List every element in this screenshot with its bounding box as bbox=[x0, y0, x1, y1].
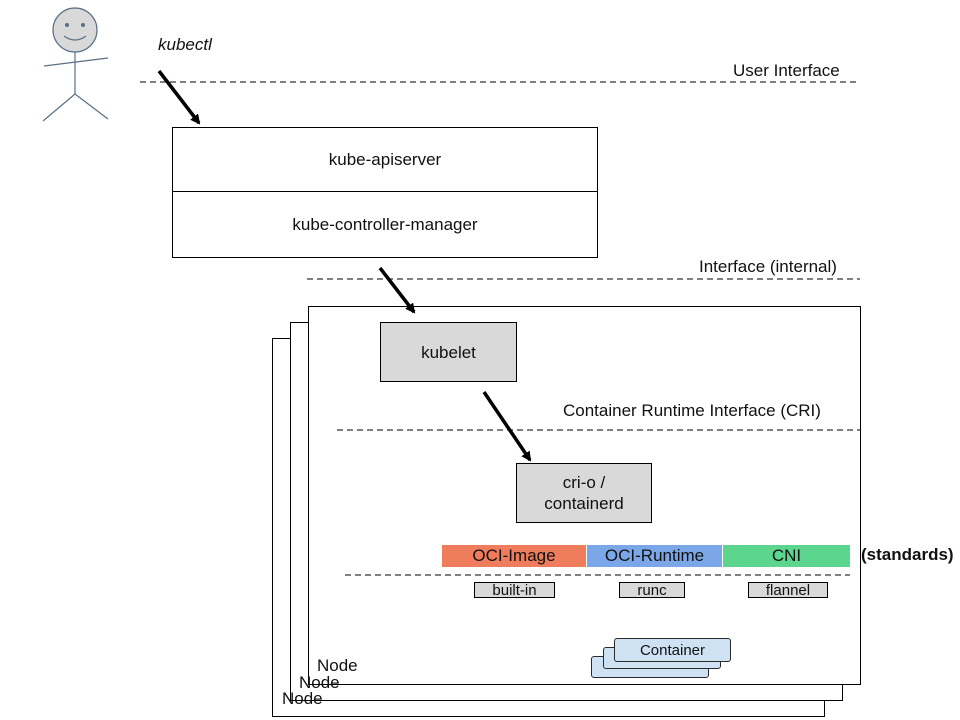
container-runtime-box: cri-o / containerd bbox=[516, 463, 652, 523]
impl-built-in: built-in bbox=[474, 582, 555, 598]
cri-label: Container Runtime Interface (CRI) bbox=[563, 401, 821, 420]
standard-oci-image: OCI-Image bbox=[442, 545, 586, 567]
container-box-front: Container bbox=[614, 638, 731, 662]
kube-apiserver-box: kube-apiserver bbox=[172, 127, 598, 192]
internal-interface-label: Interface (internal) bbox=[699, 257, 837, 276]
node-label-middle: Node bbox=[299, 673, 340, 692]
impl-flannel: flannel bbox=[748, 582, 828, 598]
standard-oci-runtime: OCI-Runtime bbox=[587, 545, 722, 567]
kubelet-box: kubelet bbox=[380, 322, 517, 382]
container-label: Container bbox=[639, 641, 706, 659]
standard-cni: CNI bbox=[723, 545, 850, 567]
node-label-front: Node bbox=[317, 656, 360, 675]
impl-runc: runc bbox=[619, 582, 685, 598]
standards-caption: (standards) bbox=[861, 545, 954, 564]
runtime-label-line1: cri-o / bbox=[562, 473, 606, 492]
actor-label: kubectl bbox=[158, 35, 212, 54]
user-interface-label: User Interface bbox=[733, 61, 840, 80]
stick-figure-icon bbox=[42, 7, 109, 122]
node-label-back: Node bbox=[282, 689, 323, 708]
kube-controller-manager-box: kube-controller-manager bbox=[172, 191, 598, 258]
runtime-label-line2: containerd bbox=[544, 494, 624, 513]
kubectl-arrow bbox=[157, 69, 201, 125]
